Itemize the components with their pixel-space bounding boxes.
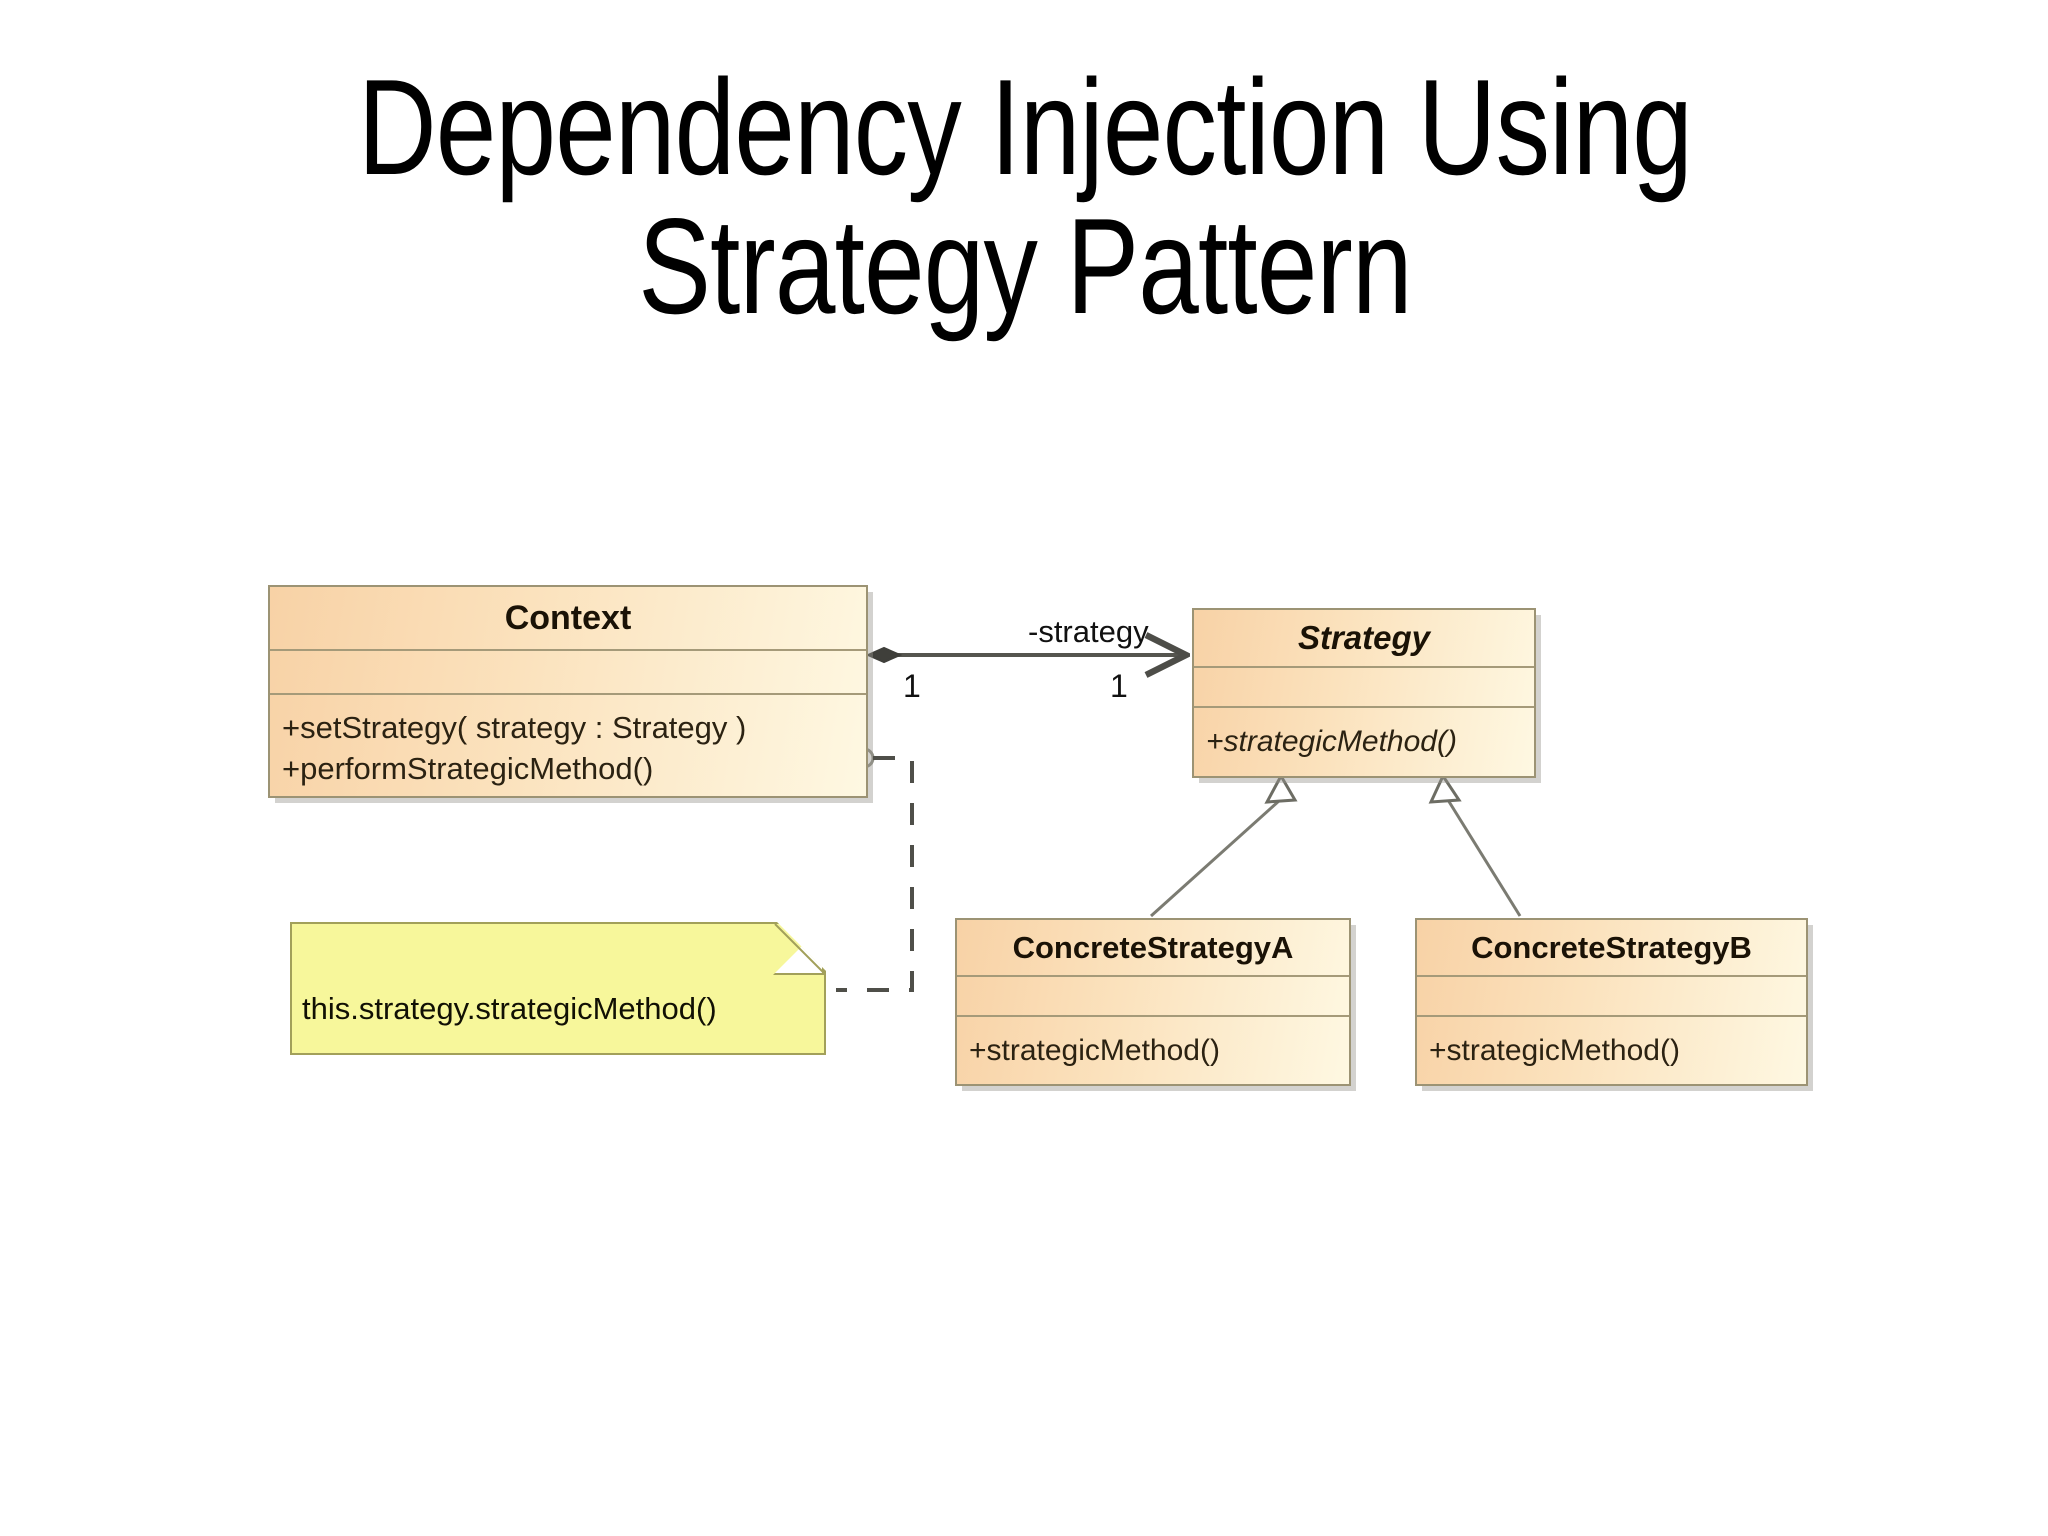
class-title-compartment: ConcreteStrategyA [957,920,1349,977]
class-operations-compartment: +setStrategy( strategy : Strategy ) +per… [270,695,866,796]
class-attributes-compartment [1417,977,1806,1017]
class-operation: +strategicMethod() [969,1034,1220,1067]
class-operations-compartment: +strategicMethod() [1194,708,1534,776]
edge-generalization-concretestrategyb-strategy [1428,772,1522,917]
page-title: Dependency Injection Using Strategy Patt… [358,51,1693,342]
association-source-multiplicity: 1 [903,668,921,704]
class-title-compartment: ConcreteStrategyB [1417,920,1806,977]
class-title-compartment: Context [270,587,866,651]
class-operations-compartment: +strategicMethod() [1417,1017,1806,1085]
class-operation: +performStrategicMethod() [282,750,654,786]
class-attributes-compartment [270,651,866,695]
class-name-strategy: Strategy [1297,619,1431,656]
uml-class-context[interactable]: Context +setStrategy( strategy : Strateg… [268,585,868,798]
class-name-concretestrategyb: ConcreteStrategyB [1471,929,1752,965]
uml-class-strategy[interactable]: Strategy +strategicMethod() [1192,608,1536,778]
uml-note[interactable]: this.strategy.strategicMethod() [290,922,826,1055]
note-text: this.strategy.strategicMethod() [302,991,717,1026]
association-target-multiplicity: 1 [1110,668,1128,704]
uml-class-concretestrategyb[interactable]: ConcreteStrategyB +strategicMethod() [1415,918,1808,1086]
association-role-label: -strategy [1028,614,1149,649]
uml-class-concretestrategya[interactable]: ConcreteStrategyA +strategicMethod() [955,918,1351,1086]
edge-generalization-concretestrategya-strategy [1149,772,1298,918]
class-operation: +strategicMethod() [1206,725,1457,758]
class-operation: +strategicMethod() [1429,1034,1680,1067]
class-operation: +setStrategy( strategy : Strategy ) [282,710,747,746]
edge-aggregation-context-strategy [865,648,1186,662]
class-attributes-compartment [1194,668,1534,708]
class-name-context: Context [504,598,632,637]
class-title-compartment: Strategy [1194,610,1534,668]
class-attributes-compartment [957,977,1349,1017]
class-name-concretestrategya: ConcreteStrategyA [1012,929,1294,965]
class-operations-compartment: +strategicMethod() [957,1017,1349,1085]
note-fold-corner [773,924,824,975]
